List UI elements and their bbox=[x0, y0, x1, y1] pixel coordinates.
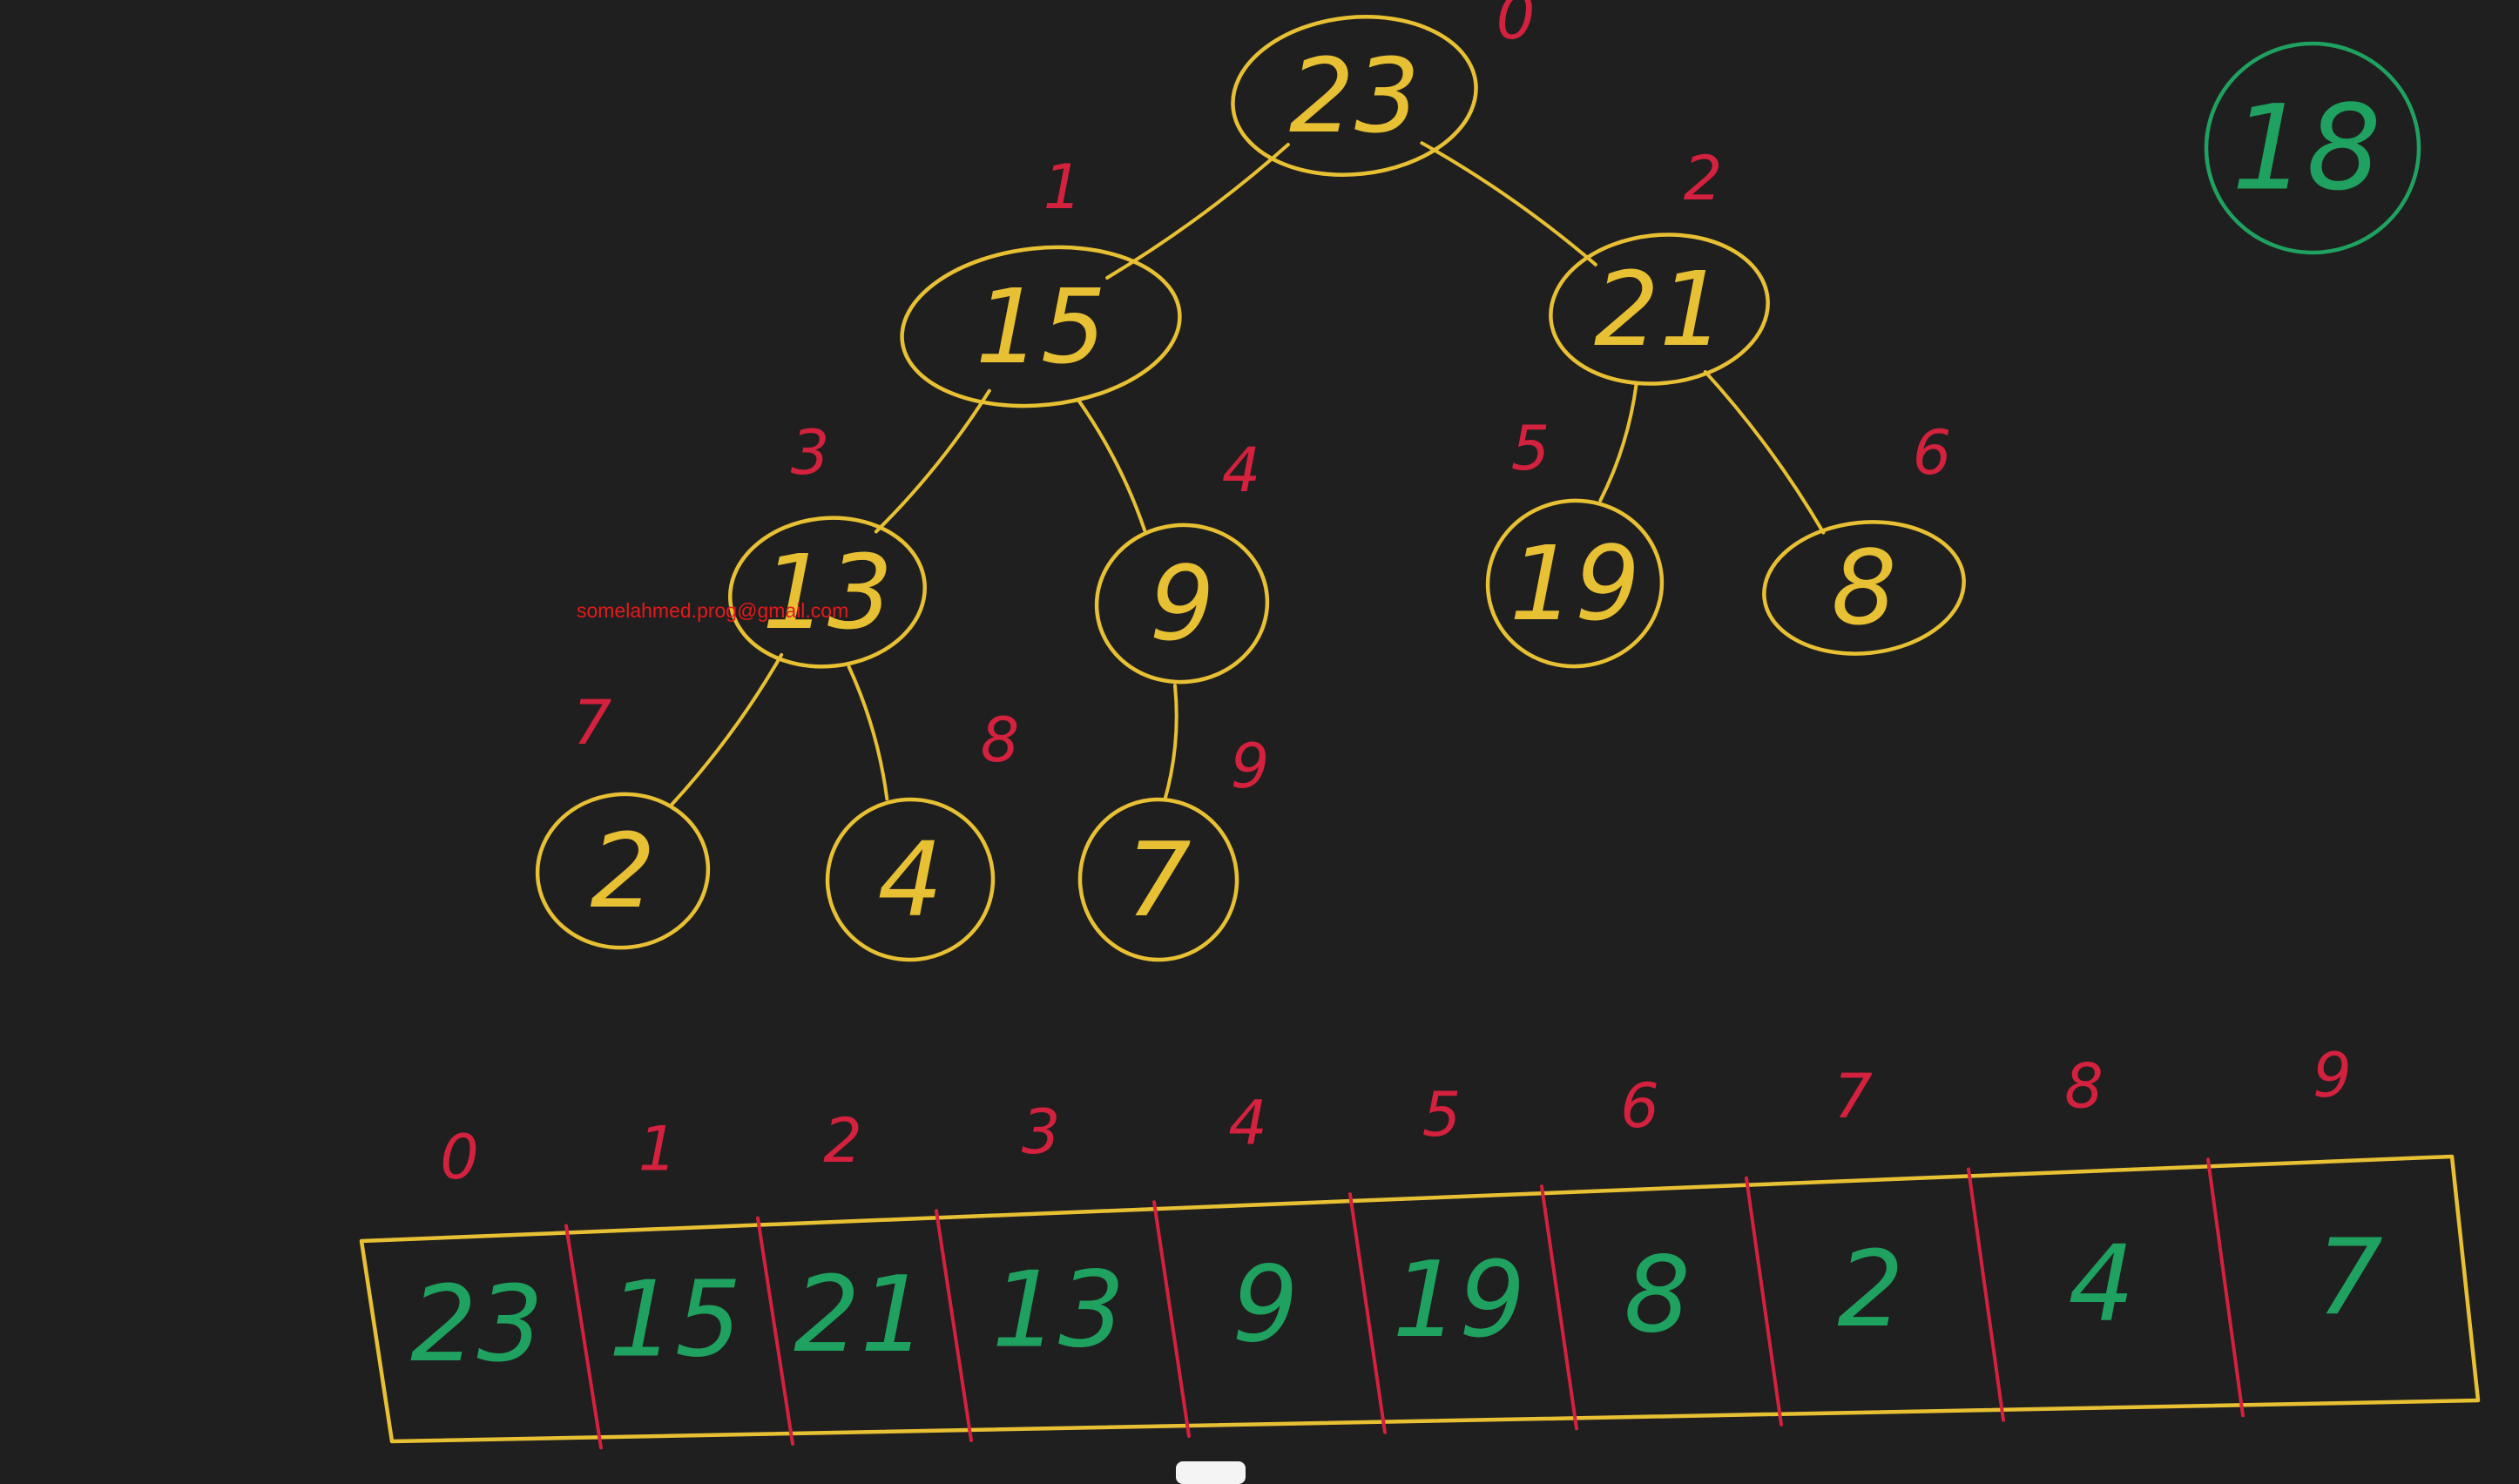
tree-edge bbox=[1598, 381, 1638, 503]
tree-edge bbox=[1105, 143, 1290, 280]
array-separator bbox=[756, 1216, 794, 1446]
array-separator bbox=[564, 1224, 603, 1450]
tree-node: 13 3 bbox=[728, 417, 927, 669]
node-value: 7 bbox=[1125, 820, 1191, 940]
array-index: 8 bbox=[2064, 1051, 2104, 1123]
tree-edges bbox=[668, 141, 1826, 808]
node-value: 8 bbox=[1831, 528, 1896, 648]
array-value: 2 bbox=[1837, 1230, 1903, 1351]
array-cell: 13 3 bbox=[992, 1096, 1125, 1372]
node-circle bbox=[1094, 523, 1270, 685]
array-index: 4 bbox=[1228, 1088, 1267, 1159]
node-index: 2 bbox=[1684, 143, 1723, 214]
tree-edge bbox=[847, 664, 889, 801]
array-value: 23 bbox=[410, 1265, 544, 1386]
node-circle bbox=[1762, 520, 1966, 656]
array-value: 4 bbox=[2068, 1224, 2134, 1346]
tree-node: 48 bbox=[825, 705, 1020, 962]
node-value: 23 bbox=[1289, 36, 1420, 156]
array-index: 0 bbox=[440, 1122, 479, 1193]
array-index: 3 bbox=[1022, 1096, 1061, 1168]
tree-edge bbox=[1703, 369, 1826, 535]
array-value: 9 bbox=[1232, 1245, 1298, 1366]
node-value: 2 bbox=[590, 811, 655, 931]
node-index: 5 bbox=[1511, 413, 1550, 484]
node-circle bbox=[1549, 233, 1770, 386]
scroll-handle[interactable] bbox=[1176, 1461, 1246, 1484]
array-index: 7 bbox=[1834, 1061, 1873, 1132]
array-index: 1 bbox=[638, 1113, 678, 1184]
node-value: 15 bbox=[976, 266, 1106, 387]
node-index: 8 bbox=[981, 705, 1020, 776]
array-index: 2 bbox=[823, 1105, 862, 1177]
tree-edge bbox=[668, 652, 784, 808]
tree-node: 86 bbox=[1762, 417, 1966, 656]
tree-edge bbox=[1420, 141, 1597, 266]
array-separator bbox=[1745, 1176, 1783, 1427]
array-index: 9 bbox=[2313, 1040, 2352, 1111]
array-cell: 15 1 bbox=[609, 1113, 742, 1380]
node-circle bbox=[900, 245, 1182, 408]
tree-node: 15 1 bbox=[900, 152, 1182, 408]
node-index: 9 bbox=[1231, 731, 1270, 802]
node-index: 4 bbox=[1222, 435, 1261, 506]
tree-node: 94 bbox=[1094, 435, 1270, 685]
tree-node: 19 5 bbox=[1485, 413, 1665, 669]
array-separator bbox=[1540, 1184, 1578, 1431]
array-cell: 79 bbox=[2313, 1040, 2382, 1339]
node-value: 13 bbox=[762, 532, 893, 652]
node-index: 3 bbox=[791, 417, 830, 489]
array-cell: 86 bbox=[1620, 1070, 1690, 1356]
array-index: 6 bbox=[1620, 1070, 1659, 1142]
node-index: 1 bbox=[1043, 152, 1083, 223]
array-value: 21 bbox=[794, 1255, 927, 1376]
node-circle bbox=[1077, 797, 1239, 962]
tree-node: 27 bbox=[535, 687, 711, 950]
highlight-node: 18 bbox=[2204, 41, 2421, 255]
array-cell: 19 5 bbox=[1393, 1079, 1526, 1361]
tree-node: 23 0 bbox=[1231, 0, 1536, 177]
node-value: 19 bbox=[1509, 523, 1640, 644]
node-circle bbox=[1231, 15, 1478, 177]
tree-edge bbox=[874, 388, 991, 534]
node-value: 9 bbox=[1149, 543, 1214, 664]
node-index: 6 bbox=[1913, 417, 1952, 489]
array-cell: 23 0 bbox=[410, 1122, 544, 1386]
array-value: 15 bbox=[609, 1260, 742, 1381]
tree-node: 79 bbox=[1077, 731, 1270, 962]
array-value: 8 bbox=[1624, 1235, 1690, 1356]
node-circle bbox=[825, 797, 996, 962]
highlight-value: 18 bbox=[2232, 80, 2381, 217]
tree-edge bbox=[1076, 398, 1147, 532]
array-value: 19 bbox=[1393, 1240, 1526, 1361]
highlight-circle bbox=[2204, 41, 2421, 255]
node-value: 4 bbox=[877, 820, 942, 940]
node-index: 7 bbox=[573, 687, 612, 759]
array-separator bbox=[1348, 1192, 1387, 1434]
array-value: 13 bbox=[992, 1251, 1125, 1372]
array-cell: 48 bbox=[2064, 1051, 2134, 1346]
array-index: 5 bbox=[1422, 1079, 1462, 1150]
array-separator bbox=[1967, 1167, 2005, 1422]
array-box bbox=[359, 1154, 2481, 1444]
array-cell: 21 2 bbox=[794, 1105, 927, 1376]
node-circle bbox=[535, 792, 711, 950]
tree-node: 212 bbox=[1549, 143, 1770, 386]
array-separator bbox=[1152, 1200, 1191, 1439]
array-value: 7 bbox=[2316, 1218, 2382, 1339]
watermark-email: somelahmed.prog@gmail.com bbox=[577, 599, 849, 622]
array-separator bbox=[935, 1209, 973, 1442]
tree-edge bbox=[1164, 684, 1178, 799]
array-cell: 94 bbox=[1228, 1088, 1298, 1366]
node-index: 0 bbox=[1496, 0, 1536, 53]
array-separator bbox=[2206, 1157, 2245, 1418]
node-value: 21 bbox=[1594, 249, 1725, 369]
array-cell: 27 bbox=[1834, 1061, 1903, 1351]
node-circle bbox=[1485, 498, 1665, 669]
node-circle bbox=[728, 516, 927, 669]
